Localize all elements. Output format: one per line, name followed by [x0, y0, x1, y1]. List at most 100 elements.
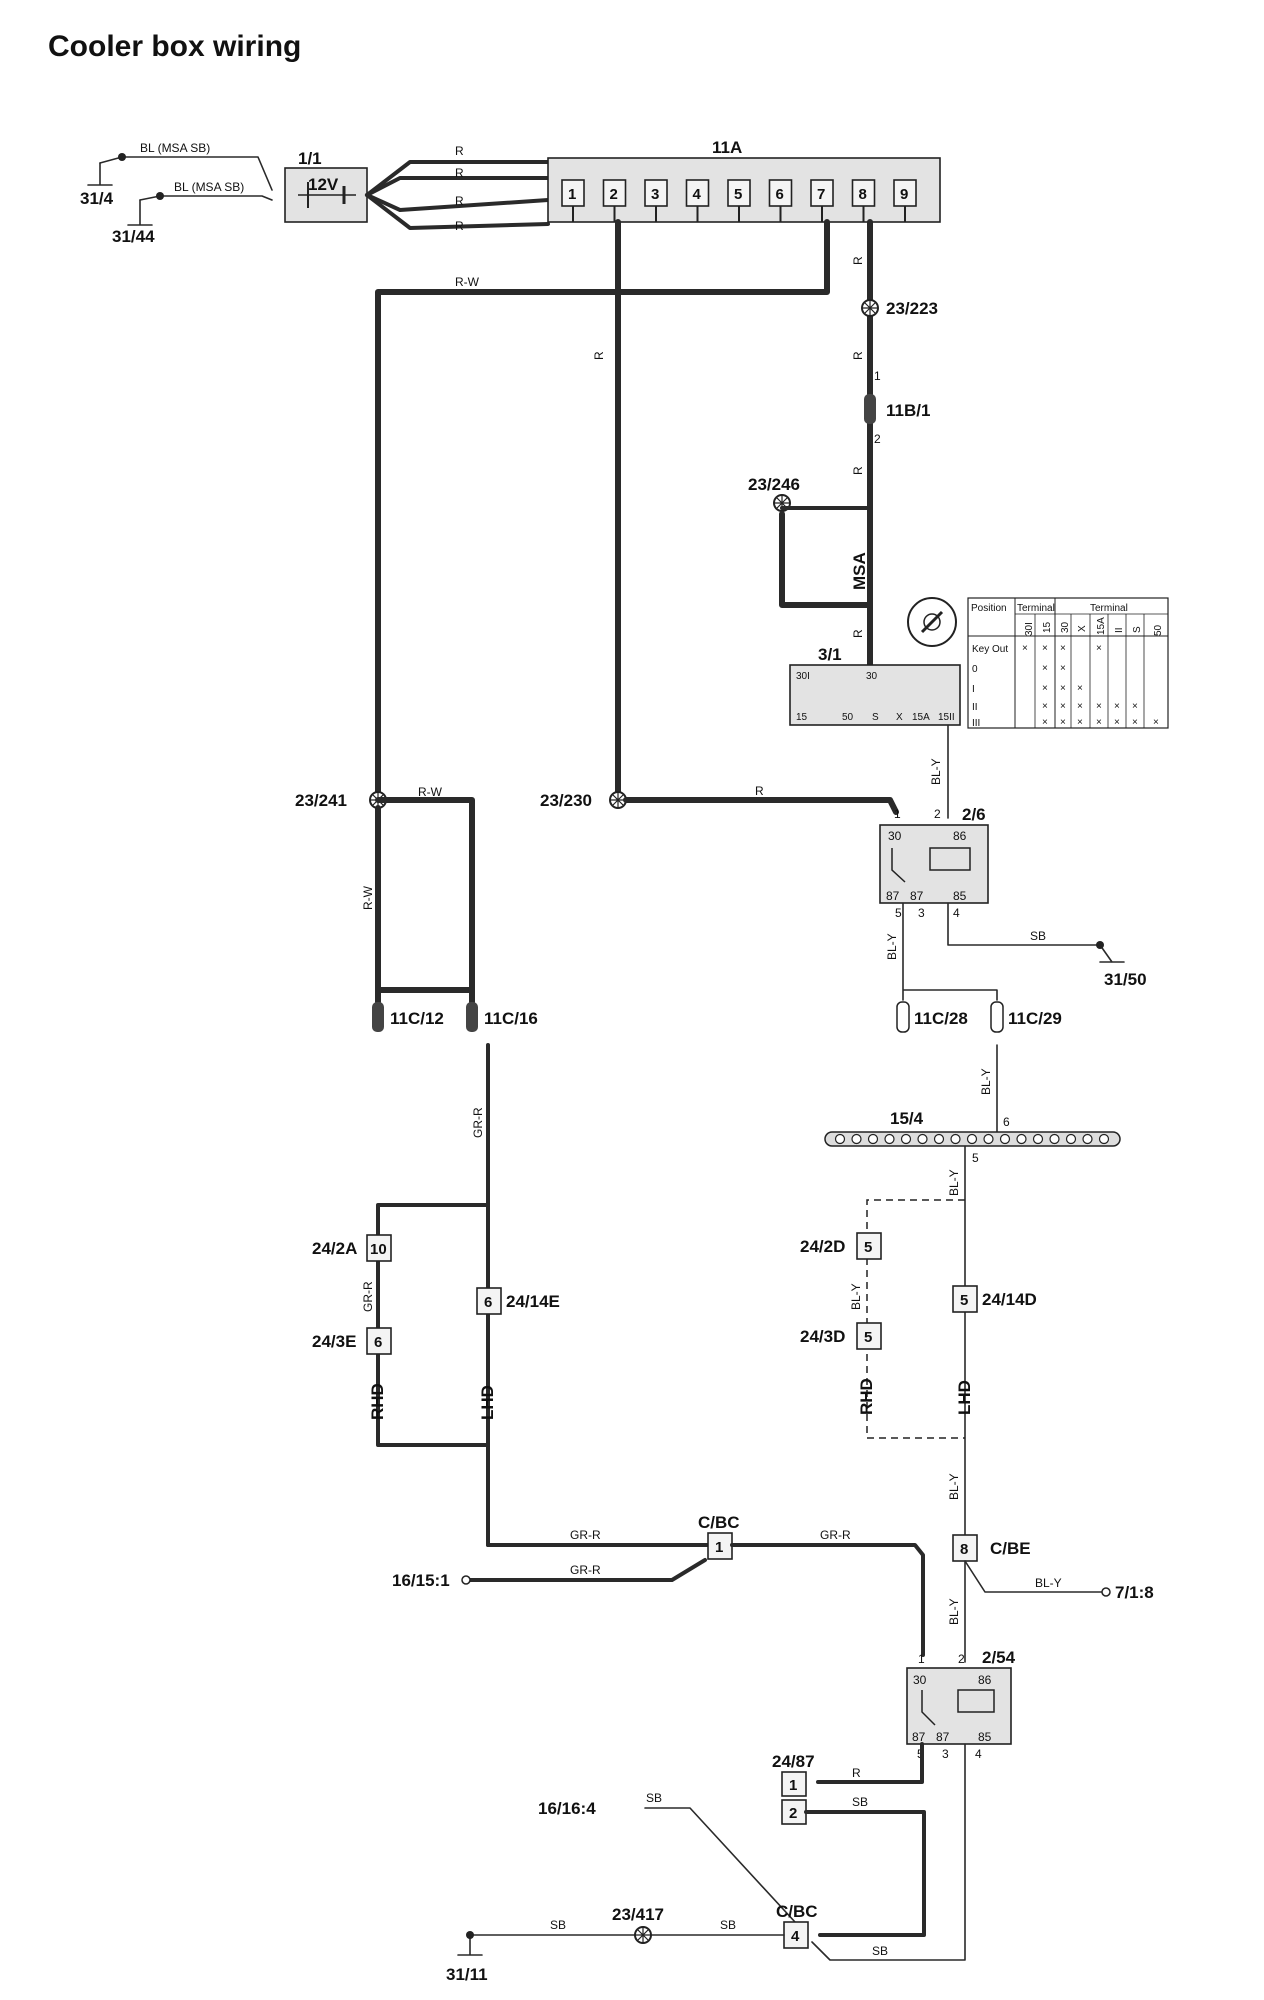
battery-1-1 — [284, 167, 368, 223]
ignition-switch-3-1 — [789, 664, 961, 726]
wire-label-r-24-87: R — [852, 1766, 861, 1780]
relay-2-54-label: 2/54 — [982, 1648, 1016, 1667]
wire-label-r-2: R — [455, 166, 464, 180]
wire-sb-16-16-4 — [644, 1807, 796, 1923]
wire-label-r-1: R — [455, 144, 464, 158]
wire-r-23-230-relay — [623, 797, 899, 815]
page-title: Cooler box wiring — [48, 30, 302, 63]
relay-2-6-pinno-1: 1 — [894, 807, 901, 821]
connector-24-14d-pin: 5 — [960, 1292, 968, 1309]
connector-24-87 — [781, 1771, 807, 1825]
wire-label-bl-y-8: BL-Y — [947, 1598, 961, 1625]
variant-lhd-left: LHD — [478, 1385, 497, 1420]
wire-label-gr-r-4: GR-R — [820, 1528, 851, 1542]
connector-c-be — [952, 1534, 978, 1562]
fuse-11c-12 — [372, 1002, 384, 1032]
relay-2-54-pin-30: 30 — [913, 1673, 927, 1687]
rhd-dashed-path — [866, 1199, 965, 1439]
table-mark: × — [1060, 701, 1066, 712]
wire-sb-31-50 — [947, 902, 1125, 963]
wire-label-r-fuse8-4: R — [851, 629, 865, 638]
fuse-slot-label-9: 9 — [900, 186, 908, 203]
table-col-s: S — [1132, 626, 1143, 633]
table-row-iii: III — [972, 718, 980, 729]
table-mark: × — [1132, 717, 1138, 728]
table-row-key-out: Key Out — [972, 644, 1008, 655]
connector-24-14d — [952, 1285, 978, 1313]
fuse-slot-label-3: 3 — [651, 186, 659, 203]
table-mark: × — [1114, 701, 1120, 712]
busbar-terminal — [1065, 1133, 1077, 1145]
wire-label-sb-2: SB — [852, 1795, 868, 1809]
relay-2-6-label: 2/6 — [962, 805, 986, 824]
wire-label-bl-y-3: BL-Y — [979, 1068, 993, 1095]
connector-24-14e-pin: 6 — [484, 1294, 492, 1311]
table-mark: × — [1077, 717, 1083, 728]
splice-23-246-label: 23/246 — [748, 475, 800, 494]
variant-rhd-right: RHD — [857, 1378, 876, 1415]
wire-label-gr-r-2: GR-R — [570, 1528, 601, 1542]
wire-gr-r-16-15 — [468, 1558, 707, 1582]
table-col-ii: II — [1114, 627, 1125, 633]
table-mark: × — [1096, 717, 1102, 728]
relay-2-6-pinno-4: 4 — [953, 906, 960, 920]
table-mark: × — [1060, 663, 1066, 674]
wire-label-bl-y-4: BL-Y — [947, 1169, 961, 1196]
relay-2-6-pin-85: 85 — [953, 889, 967, 903]
fuse-11b-1 — [864, 394, 876, 424]
table-mark: × — [1060, 683, 1066, 694]
wire-r-w-loop — [375, 797, 475, 1005]
wire-label-sb-1: SB — [1030, 929, 1046, 943]
connector-24-3e — [366, 1327, 392, 1355]
fuse-slot-label-7: 7 — [817, 186, 825, 203]
wire-sb-relay-85 — [811, 1743, 966, 1961]
ground-31-44: 31/44 — [112, 227, 155, 246]
relay-2-6-pinno-3: 3 — [918, 906, 925, 920]
connector-24-14e — [476, 1287, 502, 1315]
relay-2-54-pin-87a: 87 — [912, 1730, 926, 1744]
ignition-term-30i: 30I — [796, 671, 810, 682]
splice-23-241-label: 23/241 — [295, 791, 347, 810]
busbar-terminal — [917, 1133, 928, 1145]
ignition-term-15a: 15A — [912, 712, 930, 723]
table-mark: × — [1042, 701, 1048, 712]
ignition-id: 3/1 — [818, 645, 842, 664]
busbar-label: 15/4 — [890, 1109, 924, 1128]
wire-gr-r-rhd-branch — [376, 1203, 490, 1447]
table-row-0: 0 — [972, 664, 978, 675]
ignition-term-30: 30 — [866, 671, 878, 682]
busbar-terminal — [851, 1133, 862, 1145]
ground-31-11: 31/11 — [446, 1965, 488, 1984]
wire-r-w-feed — [375, 219, 830, 803]
wire-label-gr-r-rhd: GR-R — [361, 1281, 375, 1312]
busbar-terminal — [1032, 1133, 1044, 1145]
wire-label-msa: MSA — [850, 552, 869, 590]
wire-label-bl-y-1: BL-Y — [929, 758, 943, 785]
table-mark: × — [1042, 643, 1048, 654]
table-col-50: 50 — [1153, 624, 1164, 636]
busbar-terminal — [1082, 1133, 1093, 1145]
wire-label-sb-3: SB — [872, 1944, 888, 1958]
connector-24-87-pin-1: 1 — [789, 1777, 797, 1794]
variant-lhd-right: LHD — [955, 1380, 974, 1415]
fuse-11b1-pin1: 1 — [874, 369, 881, 383]
connector-24-3e-label: 24/3E — [312, 1332, 356, 1351]
relay-2-6-pinno-5: 5 — [895, 906, 902, 920]
busbar-15-4 — [824, 1131, 1121, 1147]
relay-2-54-pin-85: 85 — [978, 1730, 992, 1744]
table-mark: × — [1042, 683, 1048, 694]
connector-24-2d-pin: 5 — [864, 1239, 872, 1256]
wire-label-r-w-feed: R-W — [455, 275, 480, 289]
connector-c-bc-bottom-label: C/BC — [776, 1902, 818, 1921]
fuse-11c-28 — [896, 1001, 910, 1033]
variant-rhd-left: RHD — [368, 1383, 387, 1420]
wire-label-gr-r-1: GR-R — [471, 1107, 485, 1138]
connector-24-87-pin-2: 2 — [789, 1805, 797, 1822]
reference-7-1-8: 7/1:8 — [1115, 1583, 1154, 1602]
table-mark: × — [1096, 701, 1102, 712]
connector-24-14d-label: 24/14D — [982, 1290, 1037, 1309]
connector-24-2d-label: 24/2D — [800, 1237, 845, 1256]
relay-2-54-pinno-1: 1 — [918, 1652, 925, 1666]
connector-24-2d — [856, 1232, 882, 1260]
wire-bl-y-relay-fuses — [902, 902, 998, 1001]
